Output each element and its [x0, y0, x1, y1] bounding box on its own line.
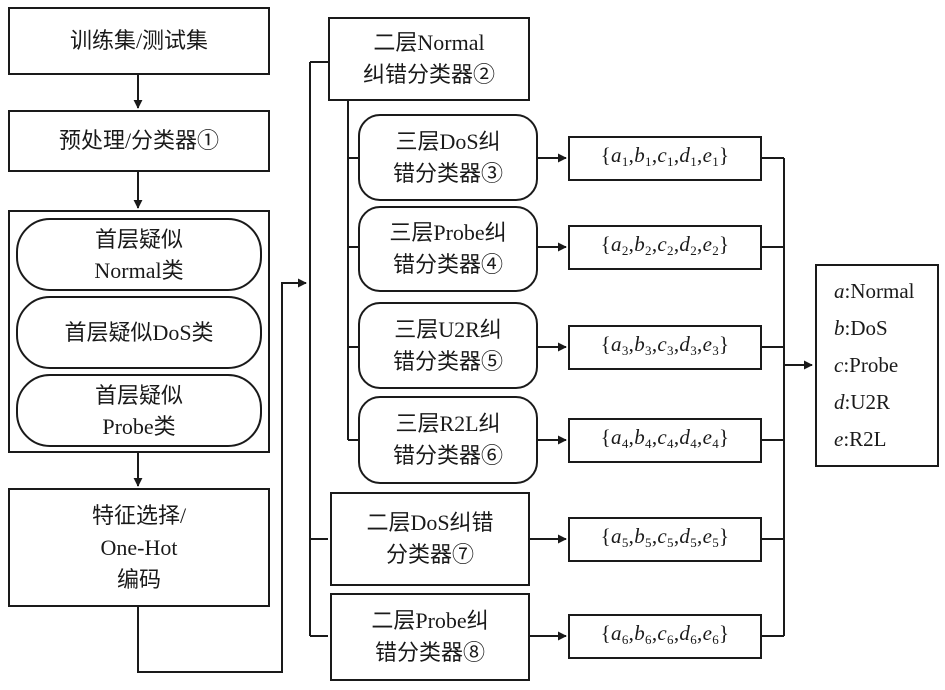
first-layer-dos-label: 首层疑似DoS类 — [64, 319, 214, 345]
feature-box: 特征选择/ One-Hot 编码 — [8, 488, 270, 607]
output-set-3: {a3,b3,c3,d3,e3} — [568, 325, 762, 370]
first-layer-normal-box: 首层疑似 Normal类 — [16, 218, 262, 291]
third-dos-line1: 三层DoS纠 — [395, 128, 501, 154]
preprocess-box: 预处理/分类器① — [8, 110, 270, 172]
third-u2r-line1: 三层U2R纠 — [394, 316, 502, 342]
arrow-feature-to-second-layer — [137, 278, 307, 673]
legend-item-probe: c:Probe — [834, 353, 899, 377]
second-normal-line1: 二层Normal — [373, 30, 485, 55]
dataset-label: 训练集/测试集 — [69, 28, 209, 53]
third-r2l-line1: 三层R2L纠 — [395, 411, 501, 436]
second-probe-line2: 错分类器⑧ — [374, 640, 485, 665]
output-set-3-label: {a3,b3,c3,d3,e3} — [600, 332, 730, 358]
first-layer-probe-line1: 首层疑似 — [94, 382, 183, 408]
output-set-2: {a2,b2,c2,d2,e2} — [568, 225, 762, 270]
feature-line3: 编码 — [116, 566, 161, 592]
legend-item-r2l: e:R2L — [834, 427, 887, 451]
second-probe-line1: 二层Probe纠 — [371, 608, 489, 633]
second-layer-dos-box: 二层DoS纠错 分类器⑦ — [330, 492, 530, 586]
output-set-6: {a6,b6,c6,d6,e6} — [568, 614, 762, 659]
feature-line2: One-Hot — [100, 534, 178, 560]
output-set-5: {a5,b5,c5,d5,e5} — [568, 517, 762, 562]
third-layer-u2r-box: 三层U2R纠 错分类器⑤ — [358, 302, 538, 389]
third-layer-r2l-box: 三层R2L纠 错分类器⑥ — [358, 396, 538, 484]
second-dos-line2: 分类器⑦ — [385, 542, 474, 567]
output-set-2-label: {a2,b2,c2,d2,e2} — [600, 232, 730, 258]
second-dos-line1: 二层DoS纠错 — [366, 510, 494, 535]
first-layer-dos-box: 首层疑似DoS类 — [16, 296, 262, 369]
output-set-1-label: {a1,b1,c1,d1,e1} — [600, 143, 730, 169]
dataset-box: 训练集/测试集 — [8, 7, 270, 75]
third-dos-line2: 错分类器③ — [392, 160, 503, 186]
second-layer-normal-box: 二层Normal 纠错分类器② — [328, 17, 530, 101]
output-set-1: {a1,b1,c1,d1,e1} — [568, 136, 762, 181]
first-layer-normal-line1: 首层疑似 — [94, 226, 183, 252]
second-normal-line2: 纠错分类器② — [362, 62, 495, 87]
output-set-4: {a4,b4,c4,d4,e4} — [568, 418, 762, 463]
third-probe-line2: 错分类器④ — [392, 252, 503, 277]
first-layer-normal-line2: Normal类 — [94, 257, 184, 283]
third-u2r-line2: 错分类器⑤ — [392, 348, 503, 374]
output-set-5-label: {a5,b5,c5,d5,e5} — [600, 524, 730, 550]
preprocess-label: 预处理/分类器① — [58, 128, 220, 153]
feature-line1: 特征选择/ — [91, 502, 187, 528]
output-set-4-label: {a4,b4,c4,d4,e4} — [600, 425, 730, 451]
legend-item-dos: b:DoS — [834, 316, 888, 340]
legend-item-normal: a:Normal — [834, 279, 915, 303]
output-set-6-label: {a6,b6,c6,d6,e6} — [600, 621, 730, 647]
third-layer-dos-box: 三层DoS纠 错分类器③ — [358, 114, 538, 201]
legend-box: a:Normal b:DoS c:Probe d:U2R e:R2L — [815, 264, 939, 467]
third-probe-line1: 三层Probe纠 — [389, 220, 507, 245]
third-r2l-line2: 错分类器⑥ — [392, 443, 503, 468]
first-layer-probe-line2: Probe类 — [102, 413, 176, 439]
first-layer-probe-box: 首层疑似 Probe类 — [16, 374, 262, 447]
second-layer-probe-box: 二层Probe纠 错分类器⑧ — [330, 593, 530, 681]
legend-item-u2r: d:U2R — [834, 390, 891, 414]
third-layer-probe-box: 三层Probe纠 错分类器④ — [358, 206, 538, 292]
